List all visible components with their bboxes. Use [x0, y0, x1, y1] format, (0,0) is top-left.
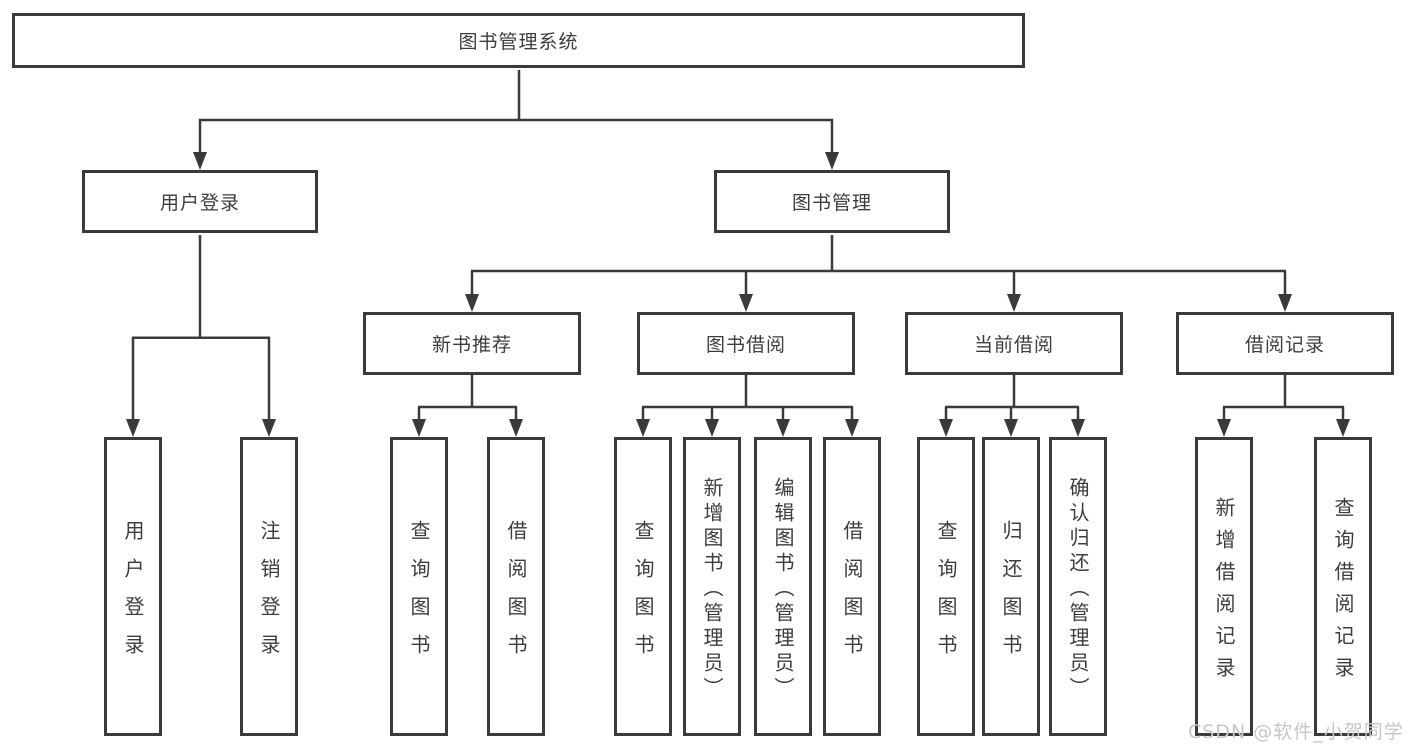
leaf-borrow-book-borrowing: 借阅图书	[823, 437, 881, 736]
leaf-edit-book-admin-label: 编辑图书（管理员）	[771, 476, 795, 702]
leaf-query-book-borrowing: 查询图书	[614, 437, 672, 736]
leaf-return-book-label: 归还图书	[999, 519, 1023, 672]
watermark: CSDN @软件_小贺同学	[1188, 721, 1404, 743]
leaf-logout-label: 注销登录	[257, 519, 281, 672]
leaf-add-book-admin: 新增图书（管理员）	[683, 437, 741, 736]
node-book-management: 图书管理	[714, 170, 950, 233]
leaf-query-book-current-label: 查询图书	[934, 519, 958, 672]
leaf-logout: 注销登录	[240, 437, 298, 736]
root-node: 图书管理系统	[12, 13, 1025, 68]
node-book-borrowing-label: 图书借阅	[705, 334, 786, 356]
leaf-query-book-recommend: 查询图书	[390, 437, 448, 736]
leaf-borrow-book-recommend: 借阅图书	[487, 437, 545, 736]
leaf-query-borrow-record-label: 查询借阅记录	[1331, 496, 1355, 689]
leaf-confirm-return-admin: 确认归还（管理员）	[1049, 437, 1107, 736]
node-new-book-recommend-label: 新书推荐	[431, 334, 512, 356]
node-current-borrowing-label: 当前借阅	[973, 334, 1054, 356]
node-borrowing-records: 借阅记录	[1176, 312, 1394, 375]
leaf-user-login-label: 用户登录	[121, 519, 145, 672]
leaf-borrow-book-borrowing-label: 借阅图书	[840, 519, 864, 672]
node-user-login-label: 用户登录	[159, 192, 240, 214]
leaf-add-borrow-record-label: 新增借阅记录	[1212, 496, 1236, 689]
leaf-user-login: 用户登录	[104, 437, 162, 736]
leaf-add-book-admin-label: 新增图书（管理员）	[700, 476, 724, 702]
leaf-borrow-book-recommend-label: 借阅图书	[504, 519, 528, 672]
leaf-query-book-borrowing-label: 查询图书	[631, 519, 655, 672]
arrowheads	[126, 152, 1350, 437]
node-borrowing-records-label: 借阅记录	[1244, 334, 1325, 356]
leaf-edit-book-admin: 编辑图书（管理员）	[754, 437, 812, 736]
node-current-borrowing: 当前借阅	[905, 312, 1123, 375]
leaf-query-book-current: 查询图书	[917, 437, 975, 736]
node-user-login: 用户登录	[82, 170, 318, 233]
leaf-query-borrow-record: 查询借阅记录	[1314, 437, 1372, 736]
node-book-management-label: 图书管理	[791, 192, 872, 214]
leaf-return-book: 归还图书	[982, 437, 1040, 736]
leaf-confirm-return-admin-label: 确认归还（管理员）	[1066, 476, 1090, 702]
leaf-add-borrow-record: 新增借阅记录	[1195, 437, 1253, 736]
leaf-query-book-recommend-label: 查询图书	[407, 519, 431, 672]
node-book-borrowing: 图书借阅	[637, 312, 855, 375]
root-node-label: 图书管理系统	[458, 31, 579, 53]
node-new-book-recommend: 新书推荐	[363, 312, 581, 375]
